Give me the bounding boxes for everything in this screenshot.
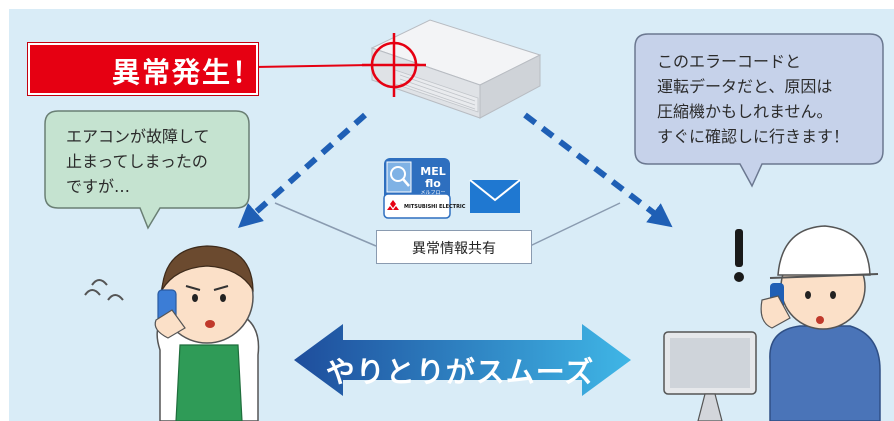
customer-speech-line: エアコンが故障して (66, 127, 210, 146)
melflo-app-icon: MEL flo メルフロー MITSUBISHI ELECTRIC (383, 158, 466, 219)
target-crosshair-icon (362, 33, 426, 97)
mail-icon (469, 179, 521, 213)
technician-speech-text: このエラーコードと 運転データだと、原因は 圧縮機かもしれません。 すぐに確認し… (657, 49, 872, 149)
info-arrow-right (523, 112, 673, 228)
customer-speech-text: エアコンが故障して 止まってしまったの ですが… (66, 124, 246, 199)
app-icon-brand: MITSUBISHI ELECTRIC (404, 204, 466, 210)
share-label-box: 異常情報共有 (376, 230, 532, 264)
customer-speech-line: ですが… (66, 177, 131, 196)
alert-label: 異常発生！ (112, 56, 263, 89)
alert-banner: 異常発生！ (28, 43, 260, 95)
exclamation-icon (735, 229, 743, 267)
technician-speech-line: すぐに確認しに行きます！ (657, 127, 850, 146)
technician-character (663, 225, 881, 421)
app-icon-line1: MEL (420, 165, 445, 178)
share-connector (274, 202, 621, 247)
speech-bubble-right (634, 33, 884, 188)
exchange-label: やりとりがスムーズ (325, 355, 595, 389)
alert-pointer (254, 64, 371, 68)
exchange-double-arrow (294, 324, 631, 396)
share-label: 異常情報共有 (412, 241, 496, 257)
customer-character (84, 245, 260, 421)
app-icon-line2: flo (425, 177, 441, 190)
info-arrow-left (238, 112, 367, 228)
technician-speech-line: このエラーコードと (657, 52, 802, 71)
air-conditioner (370, 19, 542, 119)
app-icon-subtitle: メルフロー (420, 190, 445, 196)
customer-speech-line: 止まってしまったの (66, 152, 208, 171)
technician-speech-line: 圧縮機かもしれません。 (657, 102, 833, 121)
speech-bubble-left (44, 110, 250, 230)
technician-speech-line: 運転データだと、原因は (657, 77, 833, 96)
